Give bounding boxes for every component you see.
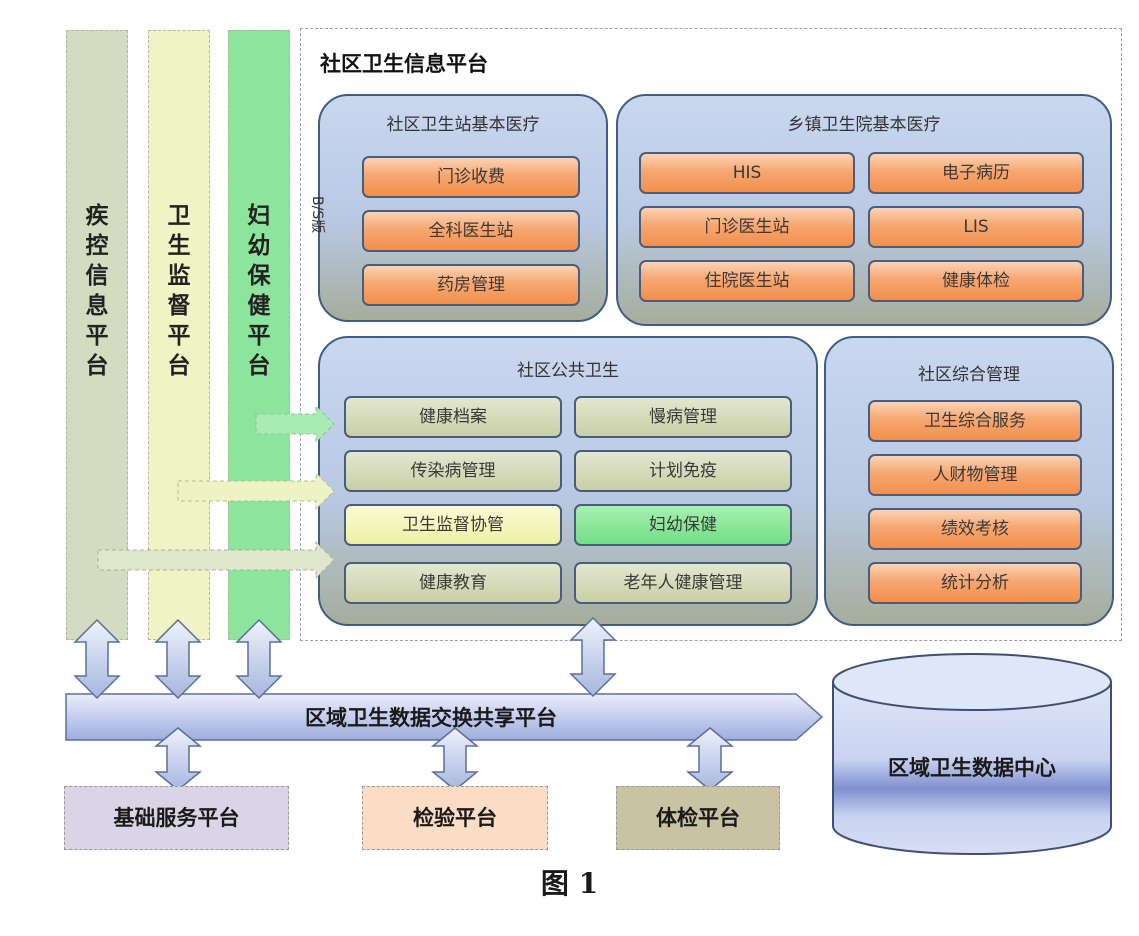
vertical-char: 疾 [85,202,109,229]
statistics-box: 统计分析 [868,562,1082,604]
vertical-char: 台 [85,352,109,379]
vertical-char: 督 [167,292,191,319]
disease-control-label: 疾控信息平台 [67,201,127,381]
vertical-char: 信 [85,262,109,289]
double-arrow-community [569,616,617,698]
exchange-platform-bar [65,693,824,741]
physical-exam-box: 健康体检 [868,260,1084,302]
vertical-char: 息 [85,292,109,319]
outpatient-doctor-box: 门诊医生站 [639,206,855,248]
elderly-health-box: 老年人健康管理 [574,562,792,604]
maternal-child-platform: 妇幼保健平台 [228,30,290,640]
exchange-platform-label: 区域卫生数据交换共享平台 [305,705,557,730]
community-platform-title: 社区卫生信息平台 [320,51,488,76]
double-arrow-maternal [235,618,283,700]
maternal-child-care-box: 妇幼保健 [574,504,792,546]
vertical-char: 控 [85,232,109,259]
immunization-box: 计划免疫 [574,450,792,492]
his-box: HIS [639,152,855,194]
vertical-char: 台 [167,352,191,379]
inpatient-doctor-box: 住院医生站 [639,260,855,302]
exam-platform: 体检平台 [616,786,780,850]
infectious-disease-box: 传染病管理 [344,450,562,492]
outpatient-billing-box: 门诊收费 [362,156,580,198]
hr-finance-box: 人财物管理 [868,454,1082,496]
supervision-assist-box: 卫生监督协管 [344,504,562,546]
township-medical-title: 乡镇卫生院基本医疗 [787,115,941,135]
data-center-cylinder-body [832,681,1112,855]
arrow-disease-control-to-education [97,540,335,580]
basic-service-platform: 基础服务平台 [64,786,289,850]
vertical-char: 幼 [247,232,271,259]
health-records-box: 健康档案 [344,396,562,438]
community-platform-frame [300,28,1122,641]
health-supervision-label: 卫生监督平台 [149,201,209,381]
vertical-char: 保 [247,262,271,289]
vertical-char: 台 [247,352,271,379]
vertical-char: 平 [247,322,271,349]
data-center-label: 区域卫生数据中心 [888,755,1056,780]
health-supervision-platform: 卫生监督平台 [148,30,210,640]
integrated-management-title: 社区综合管理 [918,365,1020,385]
lab-platform: 检验平台 [362,786,548,850]
station-medical-title: 社区卫生站基本医疗 [386,115,540,135]
public-health-title: 社区公共卫生 [517,361,619,381]
chronic-disease-box: 慢病管理 [574,396,792,438]
emr-box: 电子病历 [868,152,1084,194]
disease-control-platform: 疾控信息平台 [66,30,128,640]
vertical-char: 平 [167,322,191,349]
double-arrow-supervision [154,618,202,700]
maternal-child-label: 妇幼保健平台 [229,201,289,381]
vertical-char: 妇 [247,202,271,229]
vertical-char: 平 [85,322,109,349]
double-arrow-disease-control [73,618,121,700]
vertical-char: 生 [167,232,191,259]
vertical-char: 健 [247,292,271,319]
general-practitioner-box: 全科医生站 [362,210,580,252]
integrated-service-box: 卫生综合服务 [868,400,1082,442]
figure-caption: 图 1 [540,867,599,900]
health-education-box: 健康教育 [344,562,562,604]
pharmacy-management-box: 药房管理 [362,264,580,306]
arrow-supervision-to-infectious [177,471,335,511]
data-center-cylinder-top [832,653,1112,711]
performance-box: 绩效考核 [868,508,1082,550]
vertical-char: 监 [167,262,191,289]
lis-box: LIS [868,206,1084,248]
vertical-char: 卫 [167,202,191,229]
arrow-maternal-to-health-records [255,404,335,444]
